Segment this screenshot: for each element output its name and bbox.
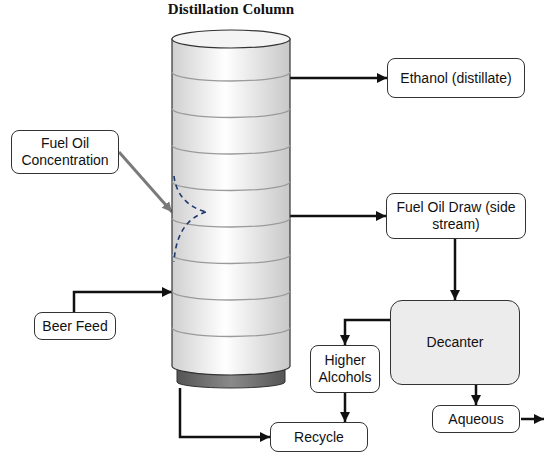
column-tray xyxy=(172,145,290,154)
concentration-profile xyxy=(174,212,206,262)
flow-arrow xyxy=(180,388,270,437)
concentration-profile xyxy=(174,176,206,212)
column-tray xyxy=(172,255,290,264)
decanter-vessel: Decanter xyxy=(390,300,520,385)
column-tray xyxy=(172,291,290,300)
column-body xyxy=(172,39,290,375)
process-box: Ethanol (distillate) xyxy=(387,58,525,98)
box-label: Aqueous xyxy=(448,411,503,428)
column-tray xyxy=(172,218,290,227)
box-label: Decanter xyxy=(427,334,484,351)
column-tray xyxy=(172,72,290,81)
flow-arrow xyxy=(290,77,387,80)
flow-arrow xyxy=(454,239,457,300)
column-top xyxy=(172,30,290,48)
flow-arrow xyxy=(74,292,172,312)
flow-arrow xyxy=(345,320,390,345)
process-box: Recycle xyxy=(270,422,368,452)
process-box: Aqueous xyxy=(432,405,520,433)
column-tray xyxy=(172,109,290,118)
flow-arrow xyxy=(344,393,347,422)
distillation-column: Distillation Column xyxy=(172,30,290,388)
process-box: Fuel Oil Concentration xyxy=(11,130,119,174)
box-label: Ethanol (distillate) xyxy=(400,70,511,87)
flow-arrow xyxy=(290,215,386,218)
box-label: Higher Alcohols xyxy=(317,352,373,386)
process-box: Beer Feed xyxy=(34,312,116,340)
box-label: Fuel Oil Concentration xyxy=(18,135,112,169)
flow-arrow xyxy=(475,385,478,405)
column-tray xyxy=(172,328,290,337)
column-tray xyxy=(172,182,290,191)
column-shell xyxy=(172,30,290,388)
process-box: Fuel Oil Draw (side stream) xyxy=(386,193,526,239)
process-box: Higher Alcohols xyxy=(310,345,380,393)
box-label: Beer Feed xyxy=(42,318,107,335)
box-label: Fuel Oil Draw (side stream) xyxy=(393,199,519,233)
column-title: Distillation Column xyxy=(122,1,340,18)
outflow-arrow xyxy=(521,418,544,421)
callout-arrow xyxy=(119,152,172,212)
box-label: Recycle xyxy=(294,429,344,446)
